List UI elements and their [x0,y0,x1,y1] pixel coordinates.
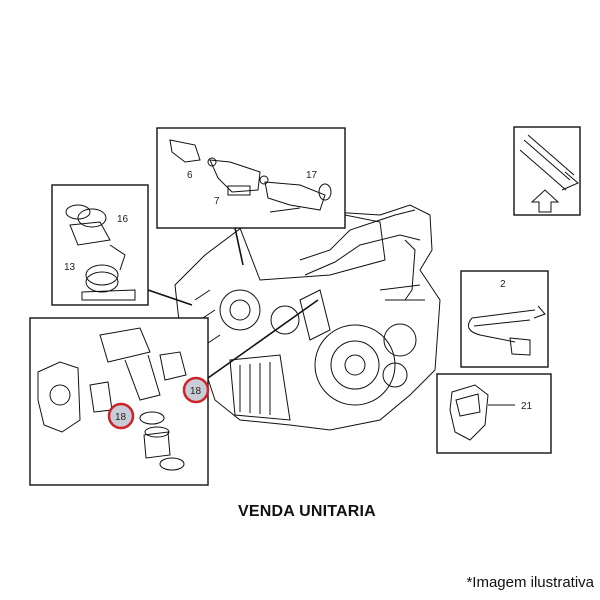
callout-16: 16 [117,214,129,225]
detail-box-orientation-arrow [513,126,581,216]
detail-box-sensor [436,373,552,454]
highlight-callout-18-left [107,402,135,430]
detail-box-cable [460,270,549,368]
callout-17: 17 [306,170,318,181]
callout-6: 6 [187,170,193,181]
callout-7: 7 [214,196,220,207]
highlight-callout-18-right [182,376,210,404]
product-sale-label: VENDA UNITARIA [238,503,376,520]
detail-box-thermostat-housing [29,317,209,486]
callout-13: 13 [64,262,76,273]
up-arrow-icon [530,189,560,213]
callout-18-left: 18 [115,412,127,423]
detail-box-exhaust-manifold [156,127,346,229]
callout-18-right: 18 [190,386,202,397]
callout-2: 2 [500,279,506,290]
callout-21: 21 [521,401,533,412]
engine-illustration [174,204,441,431]
illustrative-image-note: *Imagem ilustrativa [466,574,594,591]
detail-box-intake-hose [51,184,149,306]
